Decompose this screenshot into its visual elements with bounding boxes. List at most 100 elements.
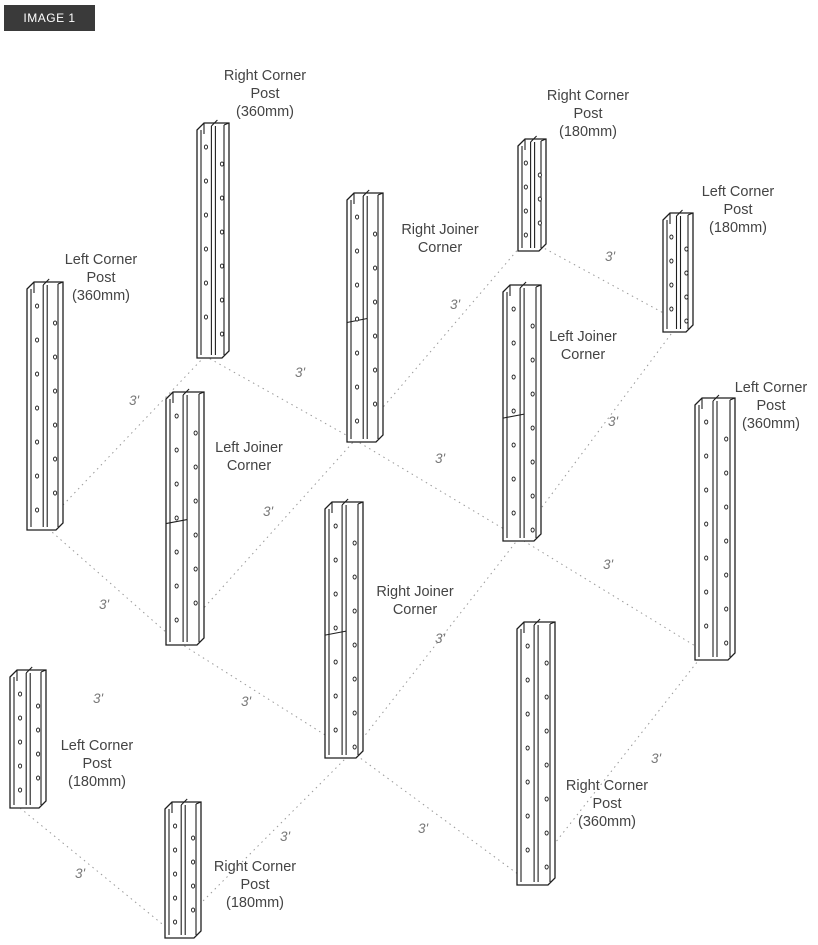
post-bolt-hole (530, 323, 535, 329)
post-top-cap (701, 394, 736, 409)
post-bolt-hole (352, 744, 357, 750)
post-bolt-hole (174, 447, 179, 453)
post-bolt-hole (173, 823, 178, 829)
post-bolt-hole (511, 340, 516, 346)
spacing-dimension-label: 3' (605, 249, 616, 264)
post-bolt-hole (684, 270, 689, 276)
post-label-line: Corner (393, 602, 437, 618)
post-label-line: Left Corner (702, 184, 775, 200)
post-bolt-hole (352, 574, 357, 580)
post-label-line: (360mm) (72, 288, 130, 304)
post-bolt-hole (219, 263, 225, 269)
spacing-dimension-label: 3' (263, 504, 274, 519)
spacing-dimension-label: 3' (435, 451, 446, 466)
post-label-line: Right Joiner (376, 584, 454, 600)
post-bolt-hole (333, 727, 338, 733)
post-bolt-hole (174, 583, 179, 589)
post-bolt-hole (53, 354, 58, 360)
post-label-line: Corner (418, 240, 462, 256)
post-top-cap (171, 798, 202, 813)
post-label-line: (180mm) (68, 774, 126, 790)
post-bolt-hole (333, 659, 338, 665)
post-bolt-hole (544, 796, 549, 802)
post-bolt-hole (18, 763, 23, 769)
dimension-labels-layer: 3'3'3'3'3'3'3'3'3'3'3'3'3'3'3'3' (75, 249, 662, 881)
spacing-dimension-label: 3' (608, 414, 619, 429)
post-bolt-hole (704, 521, 709, 527)
post-bolt-hole (530, 493, 535, 499)
post-bolt-hole (36, 751, 41, 757)
post-bolt-hole (53, 490, 58, 496)
post-bolt-hole (173, 895, 178, 901)
post-bolt-hole (53, 388, 58, 394)
post-bolt-hole (355, 214, 360, 220)
spacing-dimension-label: 3' (450, 297, 461, 312)
post-bolt-hole (18, 787, 23, 793)
post-top-cap (331, 498, 364, 513)
post-bolt-hole (355, 248, 360, 254)
post-bolt-hole (18, 715, 23, 721)
post-bolt-hole (724, 436, 729, 442)
spacing-guides (19, 245, 706, 933)
post-bolt-hole (35, 405, 40, 411)
post-bolt-hole (525, 813, 530, 819)
post-bolt-hole (193, 464, 198, 470)
post-bolt-hole (530, 391, 535, 397)
post-top-cap (523, 618, 556, 633)
post-bolt-hole (544, 762, 549, 768)
post-top-cap (524, 135, 547, 150)
post-bolt-hole (18, 691, 23, 697)
post-label-line: Right Corner (214, 859, 296, 875)
post-bolt-hole (373, 333, 378, 339)
post-bolt-hole (352, 608, 357, 614)
joiner-split-line (324, 630, 347, 636)
post-bolt-hole (724, 470, 729, 476)
post-bolt-hole (18, 739, 23, 745)
spacing-dimension-label: 3' (603, 557, 614, 572)
post-bolt-hole (174, 549, 179, 555)
post-bolt-hole (669, 282, 674, 288)
joiner-split-line (165, 519, 188, 525)
post-bolt-hole (525, 711, 530, 717)
post-bolt-hole (36, 775, 41, 781)
post-bolt-hole (704, 419, 709, 425)
post-bolt-hole (191, 907, 196, 913)
post-label-line: Post (573, 106, 602, 122)
post-bolt-hole (525, 643, 530, 649)
post-bolt-hole (193, 532, 198, 538)
post-bolt-hole (193, 498, 198, 504)
spacing-dimension-label: 3' (93, 691, 104, 706)
post-body (694, 397, 736, 661)
spacing-dimension-label: 3' (418, 821, 429, 836)
post-bolt-hole (35, 371, 40, 377)
spacing-guide-line (518, 321, 681, 539)
post-bolt-hole (193, 566, 198, 572)
post-body (516, 621, 556, 886)
spacing-guide-line (43, 355, 206, 526)
post-top-cap (669, 209, 694, 224)
post-bolt-hole (355, 350, 360, 356)
post-bolt-hole (35, 439, 40, 445)
post-bolt-hole (193, 600, 198, 606)
post-bolt-hole (219, 297, 225, 303)
post-bolt-hole (173, 919, 178, 925)
spacing-guide-line (539, 245, 681, 323)
post-bolt-hole (544, 660, 549, 666)
post-label-line: Right Corner (566, 778, 648, 794)
post-bolt-hole (35, 473, 40, 479)
post-bolt-hole (36, 727, 41, 733)
post-bolt-hole (373, 231, 378, 237)
post-bolt-hole (684, 294, 689, 300)
post-bolt-hole (704, 487, 709, 493)
post-label-line: Post (756, 398, 785, 414)
post-top-cap (203, 119, 230, 134)
post-bolt-hole (724, 538, 729, 544)
post-bolt-hole (174, 481, 179, 487)
post-top-cap (33, 278, 64, 293)
